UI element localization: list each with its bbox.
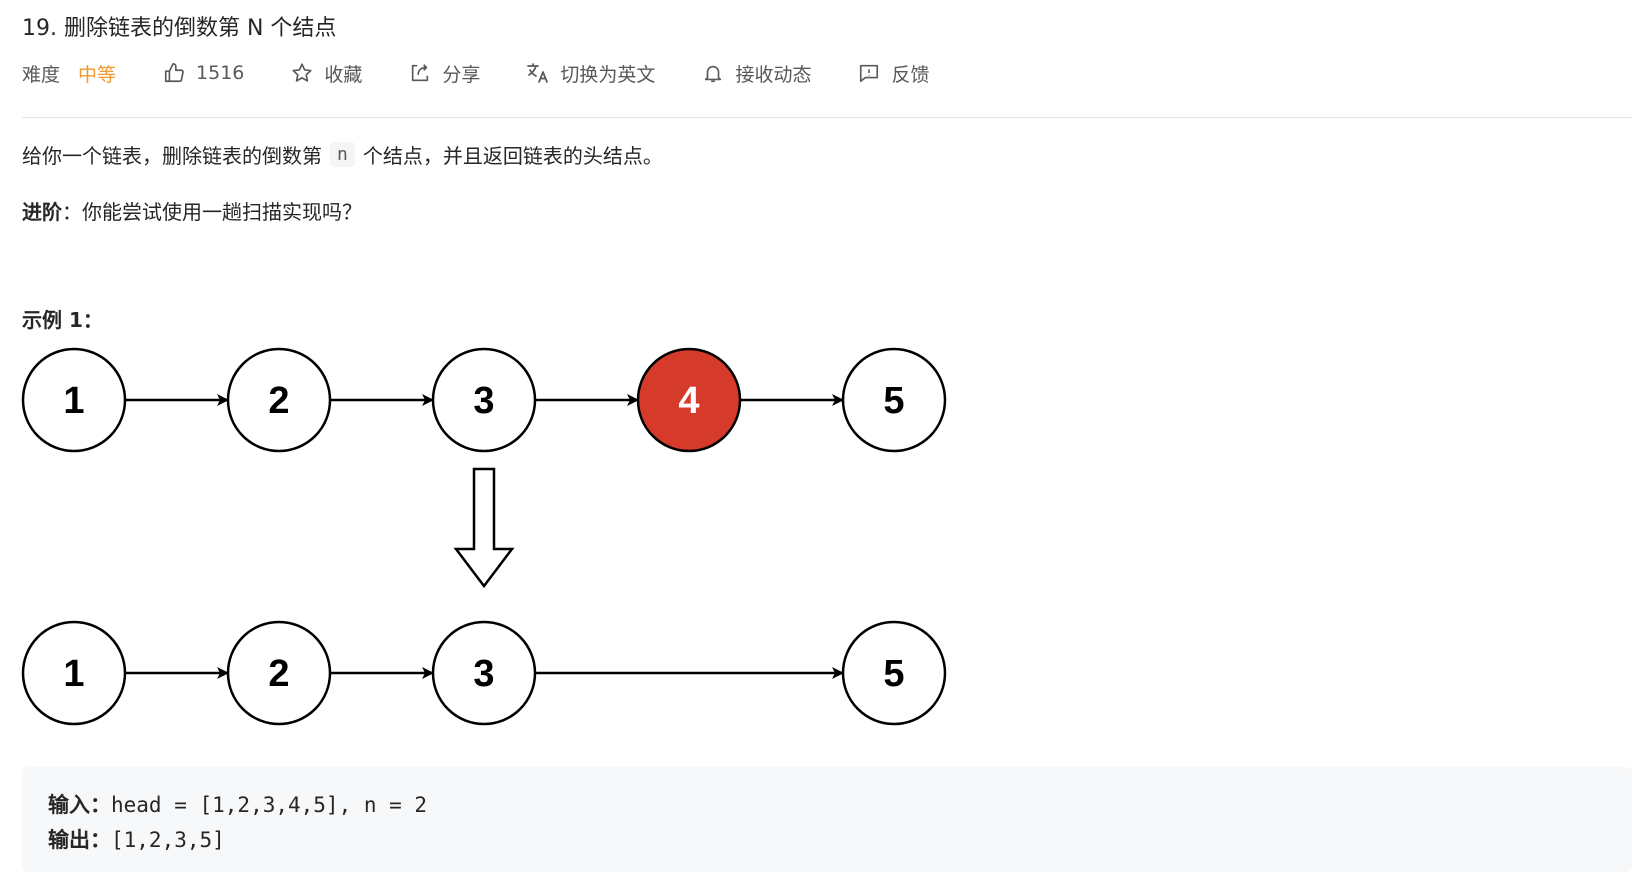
node-value: 4 <box>678 380 699 422</box>
node-value: 3 <box>473 653 494 695</box>
node-before-3: 3 <box>431 347 537 453</box>
feedback-icon <box>857 61 881 85</box>
input-line: 输入：head = [1,2,3,4,5], n = 2 <box>48 789 427 819</box>
node-before-4-removed: 4 <box>636 347 742 453</box>
problem-toolbar: 难度 中等 1516 收藏 分享 切换为英文 接收动态 反馈 <box>22 58 975 88</box>
subscribe-button[interactable]: 接收动态 <box>701 60 811 87</box>
share-button[interactable]: 分享 <box>408 60 480 87</box>
input-value: head = [1,2,3,4,5], n = 2 <box>111 793 428 817</box>
example-io-block: 输入：head = [1,2,3,4,5], n = 2 输出：[1,2,3,5… <box>22 767 1632 872</box>
node-before-5: 5 <box>841 347 947 453</box>
inline-code-n: n <box>330 142 355 167</box>
node-after-1: 1 <box>21 620 127 726</box>
description-text-1: 给你一个链表，删除链表的倒数第 <box>22 144 322 168</box>
favorite-button[interactable]: 收藏 <box>290 60 362 87</box>
difficulty-badge: 中等 <box>78 63 117 86</box>
node-after-5: 5 <box>841 620 947 726</box>
header-divider <box>22 117 1632 118</box>
star-icon <box>290 61 314 85</box>
advanced-colon: ： <box>62 200 82 224</box>
problem-title: 19. 删除链表的倒数第 N 个结点 <box>22 16 337 41</box>
input-label: 输入： <box>48 793 111 817</box>
translate-label: 切换为英文 <box>560 63 656 86</box>
like-count: 1516 <box>196 62 245 84</box>
problem-description: 给你一个链表，删除链表的倒数第 n 个结点，并且返回链表的头结点。 <box>22 140 663 169</box>
node-value: 1 <box>63 653 84 695</box>
description-text-2: 个结点，并且返回链表的头结点。 <box>362 144 663 168</box>
node-value: 2 <box>268 380 289 422</box>
advanced-label: 进阶 <box>22 200 62 224</box>
share-icon <box>408 61 432 85</box>
translate-button[interactable]: 切换为英文 <box>526 60 655 87</box>
subscribe-label: 接收动态 <box>735 63 812 86</box>
share-label: 分享 <box>442 63 481 86</box>
output-value: [1,2,3,5] <box>111 828 225 852</box>
node-value: 5 <box>883 380 904 422</box>
node-before-2: 2 <box>226 347 332 453</box>
output-line: 输出：[1,2,3,5] <box>48 824 225 854</box>
thumbs-up-icon <box>162 61 186 85</box>
linked-list-diagram: 1 2 3 4 5 1 2 3 5 <box>21 347 947 726</box>
example-title: 示例 1： <box>22 308 103 332</box>
node-value: 3 <box>473 380 494 422</box>
node-value: 2 <box>268 653 289 695</box>
difficulty-label: 难度 <box>22 63 61 86</box>
transform-down-arrow <box>453 467 515 589</box>
like-button[interactable]: 1516 <box>162 61 244 85</box>
node-value: 1 <box>63 380 84 422</box>
feedback-label: 反馈 <box>891 63 930 86</box>
advanced-note: 进阶：你能尝试使用一趟扫描实现吗？ <box>22 196 362 225</box>
node-before-1: 1 <box>21 347 127 453</box>
node-after-3: 3 <box>431 620 537 726</box>
bell-icon <box>701 61 725 85</box>
favorite-label: 收藏 <box>324 63 363 86</box>
translate-icon <box>526 61 550 85</box>
node-after-2: 2 <box>226 620 332 726</box>
output-label: 输出： <box>48 828 111 852</box>
advanced-text: 你能尝试使用一趟扫描实现吗？ <box>82 200 362 224</box>
node-value: 5 <box>883 653 904 695</box>
feedback-button[interactable]: 反馈 <box>857 60 929 87</box>
